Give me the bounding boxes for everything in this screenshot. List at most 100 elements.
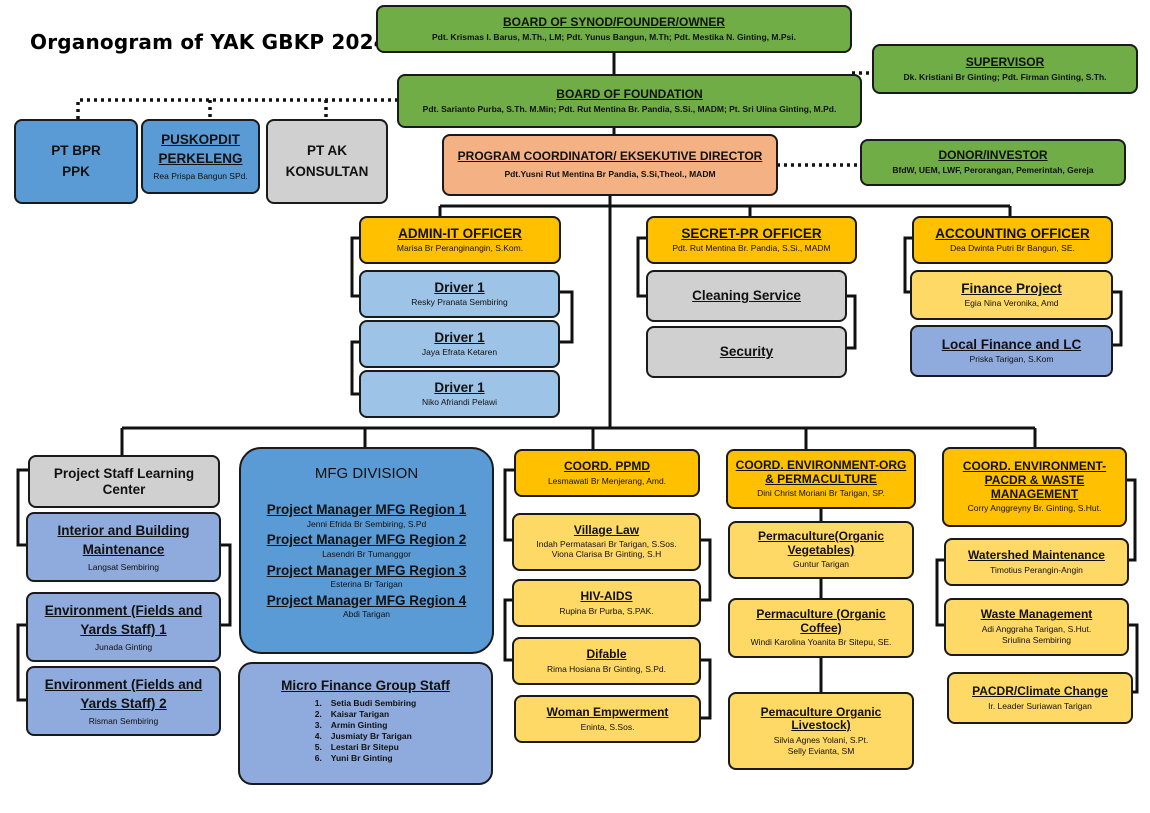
admin-it-officer-names: Marisa Br Peranginangin, S.Kom. bbox=[396, 243, 524, 254]
accounting-officer-names: Dea Dwinta Putri Br Bangun, SE. bbox=[950, 243, 1075, 254]
permaculture-livestock: Pemaculture Organic Livestock) Silvia Ag… bbox=[728, 692, 914, 770]
pacdr-climate-change-names: Ir. Leader Suriawan Tarigan bbox=[988, 700, 1092, 711]
interior-maintenance: Interior and Building Maintenance Langsa… bbox=[26, 512, 221, 582]
hiv-aids-names: Rupina Br Purba, S.PAK. bbox=[559, 605, 654, 616]
village-law-names: Indah Permatasari Br Tarigan, S.Sos. bbox=[536, 538, 677, 549]
board-of-synod: BOARD OF SYNOD/FOUNDER/OWNER Pdt. Krisma… bbox=[376, 5, 852, 53]
permaculture-livestock-names-2: Selly Evianta, SM bbox=[787, 745, 855, 756]
coord-env-pacdr-label: COORD. ENVIRONMENT-PACDR & WASTE MANAGEM… bbox=[962, 458, 1107, 501]
finance-project-label: Finance Project bbox=[961, 280, 1062, 296]
pt-ak-konsultan: PT AK KONSULTAN bbox=[266, 119, 388, 204]
permaculture-vegetables: Permaculture(Organic Vegetables) Guntur … bbox=[728, 521, 914, 579]
permaculture-coffee: Permaculture (Organic Coffee) Windi Karo… bbox=[728, 598, 914, 658]
environment-staff-2-label: Environment (Fields and Yards Staff) 2 bbox=[44, 676, 203, 711]
chart-title: Organogram of YAK GBKP 2024 bbox=[30, 30, 388, 54]
list-item: 1.Setia Budi Sembiring bbox=[314, 697, 417, 708]
woman-empowerment-label: Woman Empwerment bbox=[546, 704, 669, 719]
mfg-manager-1: Project Manager MFG Region 1 bbox=[266, 502, 467, 518]
donor-investor-names: BfdW, UEM, LWF, Perorangan, Pemerintah, … bbox=[892, 165, 1094, 176]
list-item: 2.Kaisar Tarigan bbox=[314, 708, 390, 719]
mfg-manager-4-name: Abdi Tarigan bbox=[342, 609, 391, 620]
difable-label: Difable bbox=[586, 646, 627, 661]
permaculture-vegetables-names: Guntur Tarigan bbox=[792, 559, 850, 570]
driver-3-names: Niko Afriandi Pelawi bbox=[421, 397, 498, 408]
waste-management-names-2: Sriulina Sembiring bbox=[1002, 634, 1071, 645]
mfg-manager-3-name: Esterina Br Tarigan bbox=[330, 579, 403, 590]
mfg-manager-4: Project Manager MFG Region 4 bbox=[266, 592, 467, 608]
finance-project-names: Egia Nina Veronika, Amd bbox=[964, 298, 1059, 309]
permaculture-livestock-names: Silvia Agnes Yolani, S.Pt. bbox=[773, 735, 869, 746]
list-item: 4.Jusmiaty Br Tarigan bbox=[314, 730, 412, 741]
puskopdit-perkeleng-label: PUSKOPDIT PERKELENG bbox=[158, 132, 243, 167]
woman-empowerment: Woman Empwerment Eninta, S.Sos. bbox=[514, 695, 701, 743]
permaculture-vegetables-label: Permaculture(Organic Vegetables) bbox=[757, 528, 885, 557]
security: Security bbox=[646, 326, 847, 378]
waste-management: Waste Management Adi Anggraha Tarigan, S… bbox=[944, 598, 1129, 656]
pt-ak-konsultan-label: PT AK KONSULTAN bbox=[285, 143, 369, 179]
village-law: Village Law Indah Permatasari Br Tarigan… bbox=[512, 513, 701, 571]
puskopdit-perkeleng-names: Rea Prispa Bangun SPd. bbox=[153, 171, 248, 182]
mfg-manager-2-name: Lasendri Br Tumanggor bbox=[322, 548, 411, 559]
driver-1-names: Resky Pranata Sembiring bbox=[411, 297, 508, 308]
local-finance-label: Local Finance and LC bbox=[941, 336, 1082, 352]
pacdr-climate-change: PACDR/Climate Change Ir. Leader Suriawan… bbox=[947, 672, 1133, 724]
secret-pr-officer-label: SECRET-PR OFFICER bbox=[681, 225, 822, 241]
interior-maintenance-names: Langsat Sembiring bbox=[88, 561, 159, 572]
coord-ppmd-label: COORD. PPMD bbox=[563, 458, 650, 473]
coord-ppmd-names: Lesmawati Br Menjerang, Amd. bbox=[547, 475, 667, 486]
finance-project: Finance Project Egia Nina Veronika, Amd bbox=[910, 270, 1113, 320]
environment-staff-1: Environment (Fields and Yards Staff) 1 J… bbox=[26, 592, 221, 662]
mfg-manager-1-name: Jenni Efrida Br Sembiring, S.Pd bbox=[306, 518, 427, 529]
admin-it-officer: ADMIN-IT OFFICER Marisa Br Peranginangin… bbox=[359, 216, 561, 264]
coord-env-org: COORD. ENVIRONMENT-ORG & PERMACULTURE Di… bbox=[726, 449, 916, 509]
donor-investor: DONOR/INVESTOR BfdW, UEM, LWF, Peroranga… bbox=[860, 139, 1126, 186]
pt-bpr-ppk: PT BPR PPK bbox=[14, 119, 138, 204]
driver-2-box: Driver 1 Jaya Efrata Ketaren bbox=[359, 320, 560, 368]
environment-staff-2: Environment (Fields and Yards Staff) 2 R… bbox=[26, 666, 221, 736]
coord-env-org-names: Dini Christ Moriani Br Tarigan, SP. bbox=[757, 488, 885, 499]
difable: Difable Rima Hosiana Br Ginting, S.Pd. bbox=[512, 637, 701, 685]
environment-staff-1-names: Junada Ginting bbox=[94, 641, 153, 652]
supervisor: SUPERVISOR Dk. Kristiani Br Ginting; Pdt… bbox=[872, 44, 1138, 94]
woman-empowerment-names: Eninta, S.Sos. bbox=[580, 721, 635, 732]
permaculture-livestock-label: Pemaculture Organic Livestock) bbox=[760, 704, 882, 733]
list-item: 5.Lestari Br Sitepu bbox=[314, 741, 399, 752]
permaculture-coffee-names: Windi Karolina Yoanita Br Sitepu, SE. bbox=[750, 637, 892, 648]
watershed-maintenance-names: Timotius Perangin-Angin bbox=[990, 564, 1083, 575]
interior-maintenance-label: Interior and Building Maintenance bbox=[57, 522, 190, 557]
secret-pr-officer: SECRET-PR OFFICER Pdt. Rut Mentina Br. P… bbox=[646, 216, 857, 264]
mfg-manager-2: Project Manager MFG Region 2 bbox=[266, 532, 467, 548]
micro-finance-label: Micro Finance Group Staff bbox=[281, 678, 450, 693]
village-law-names-2: Viona Clarisa Br Ginting, S.H bbox=[551, 549, 662, 560]
cleaning-service: Cleaning Service bbox=[646, 270, 847, 322]
village-law-label: Village Law bbox=[573, 522, 640, 537]
coord-env-org-label: COORD. ENVIRONMENT-ORG & PERMACULTURE bbox=[735, 457, 907, 486]
micro-finance-list: 1.Setia Budi Sembiring 2.Kaisar Tarigan … bbox=[315, 698, 417, 764]
driver-1-box: Driver 1 Resky Pranata Sembiring bbox=[359, 270, 560, 318]
environment-staff-2-names: Risman Sembiring bbox=[88, 715, 159, 726]
accounting-officer: ACCOUNTING OFFICER Dea Dwinta Putri Br B… bbox=[912, 216, 1113, 264]
difable-names: Rima Hosiana Br Ginting, S.Pd. bbox=[546, 663, 667, 674]
driver-3-box: Driver 1 Niko Afriandi Pelawi bbox=[359, 370, 560, 418]
coord-env-pacdr-names: Corry Anggreyny Br. Ginting, S.Hut. bbox=[967, 503, 1102, 514]
donor-investor-label: DONOR/INVESTOR bbox=[938, 148, 1048, 163]
program-coordinator: PROGRAM COORDINATOR/ EKSEKUTIVE DIRECTOR… bbox=[442, 134, 778, 196]
board-of-foundation: BOARD OF FOUNDATION Pdt. Sarianto Purba,… bbox=[397, 74, 862, 128]
driver-3-label: Driver 1 bbox=[434, 379, 485, 395]
learning-center-label: Project Staff Learning Center bbox=[53, 465, 195, 497]
mfg-division: MFG DIVISION Project Manager MFG Region … bbox=[239, 447, 494, 654]
mfg-manager-3: Project Manager MFG Region 3 bbox=[266, 562, 467, 578]
local-finance-names: Priska Tarigan, S.Kom bbox=[969, 354, 1054, 365]
permaculture-coffee-label: Permaculture (Organic Coffee) bbox=[756, 606, 886, 635]
supervisor-label: SUPERVISOR bbox=[965, 54, 1045, 69]
program-coordinator-label: PROGRAM COORDINATOR/ EKSEKUTIVE DIRECTOR bbox=[457, 149, 763, 164]
local-finance: Local Finance and LC Priska Tarigan, S.K… bbox=[910, 325, 1113, 377]
hiv-aids: HIV-AIDS Rupina Br Purba, S.PAK. bbox=[512, 579, 701, 627]
board-of-synod-names: Pdt. Krismas I. Barus, M.Th., LM; Pdt. Y… bbox=[432, 31, 796, 42]
hiv-aids-label: HIV-AIDS bbox=[580, 588, 633, 603]
accounting-officer-label: ACCOUNTING OFFICER bbox=[935, 225, 1090, 241]
driver-2-label: Driver 1 bbox=[434, 329, 485, 345]
learning-center: Project Staff Learning Center bbox=[28, 455, 220, 508]
list-item: 3.Armin Ginting bbox=[314, 719, 388, 730]
